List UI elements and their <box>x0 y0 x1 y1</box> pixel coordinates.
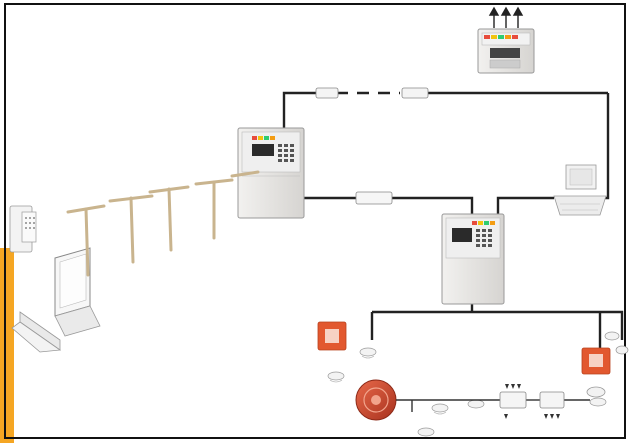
up-arrows <box>488 6 524 28</box>
smoke-detector <box>615 345 629 355</box>
printer <box>11 311 62 353</box>
radio-antennas <box>66 170 260 277</box>
smoke-detector <box>431 403 449 415</box>
network-module-mid <box>355 191 393 205</box>
smoke-detector <box>604 331 620 341</box>
diagram-frame <box>4 3 626 439</box>
smoke-detector <box>589 397 607 407</box>
network-fire-alarm-panel-right <box>441 213 505 305</box>
sounder <box>355 379 397 421</box>
radio-antenna-4 <box>194 178 234 240</box>
loop-module-left <box>499 391 527 409</box>
repeater-panel <box>477 28 535 74</box>
smoke-detectors <box>327 331 629 437</box>
loop-right-to-detector <box>600 310 624 340</box>
network-fire-alarm-panel-left <box>237 127 305 219</box>
radio-antenna-3 <box>148 185 190 252</box>
network-bus-lines <box>282 91 624 348</box>
workstation-computer <box>553 164 607 216</box>
detector-bottom-right <box>586 386 606 398</box>
loop-bottom-wiring <box>396 399 590 412</box>
network-module-top-right <box>401 87 429 99</box>
loop-module-right <box>539 391 565 409</box>
orange-side-tab <box>0 248 14 443</box>
loop-output-arrows <box>504 384 560 419</box>
smoke-detector <box>327 371 345 383</box>
smoke-detector <box>417 427 435 437</box>
laptop-computer <box>54 247 101 337</box>
radio-antenna-1 <box>66 204 106 277</box>
radio-antenna-2 <box>108 194 154 264</box>
bus-right-side <box>600 93 610 200</box>
bus-printer-to-panel <box>496 196 554 216</box>
network-module-top-left <box>315 87 339 99</box>
smoke-detector <box>467 399 485 409</box>
manual-call-point-right <box>581 347 611 375</box>
bus-mid-segment <box>392 196 474 214</box>
telephone <box>9 205 37 253</box>
smoke-detector <box>359 347 377 359</box>
manual-call-point-left <box>317 321 347 351</box>
